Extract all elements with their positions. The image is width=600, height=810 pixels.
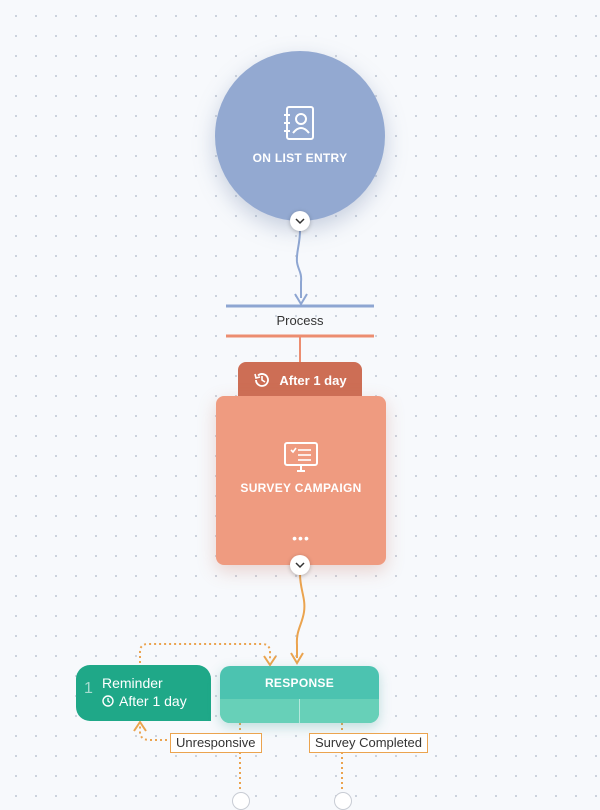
add-step-handle-completed[interactable]: [334, 792, 352, 810]
response-title: RESPONSE: [264, 676, 335, 690]
connector-start-to-process: [295, 229, 303, 298]
connector-unresponsive-to-reminder: [139, 723, 241, 741]
chevron-down-icon: [295, 561, 305, 568]
delay-label: After 1 day: [279, 372, 347, 388]
connector-reminder-loop-top: [139, 643, 271, 668]
survey-node-label: SURVEY CAMPAIGN: [240, 481, 362, 495]
arrowhead-loop-bottom: [133, 720, 147, 732]
reminder-title: Reminder: [102, 675, 163, 691]
history-clock-icon: [254, 373, 270, 387]
reminder-delay: After 1 day: [102, 693, 187, 709]
process-label[interactable]: Process: [276, 313, 324, 328]
chevron-down-icon: [295, 217, 305, 224]
delay-badge[interactable]: After 1 day: [238, 362, 362, 398]
arrowhead-blue: [294, 293, 308, 306]
expand-start-node-button[interactable]: [290, 211, 310, 231]
branch-label-survey-completed[interactable]: Survey Completed: [309, 733, 428, 753]
monitor-checklist-icon: [284, 442, 318, 472]
response-ports: [220, 699, 379, 723]
more-options-icon[interactable]: •••: [292, 530, 310, 546]
start-node-on-list-entry[interactable]: ON LIST ENTRY: [215, 51, 385, 221]
survey-campaign-node[interactable]: SURVEY CAMPAIGN •••: [216, 396, 386, 565]
contact-list-icon: [284, 106, 314, 140]
branch-label-unresponsive[interactable]: Unresponsive: [170, 733, 262, 753]
clock-icon: [102, 695, 114, 707]
add-step-handle-unresponsive[interactable]: [232, 792, 250, 810]
arrowhead-loop-top: [263, 655, 277, 667]
reminder-count: 1: [84, 680, 93, 697]
reminder-delay-label: After 1 day: [119, 693, 187, 709]
expand-survey-node-button[interactable]: [290, 555, 310, 575]
start-node-label: ON LIST ENTRY: [252, 151, 348, 165]
reminder-node[interactable]: 1 Reminder After 1 day: [76, 665, 211, 721]
response-node[interactable]: RESPONSE: [220, 666, 379, 723]
response-port-unresponsive[interactable]: [220, 699, 299, 723]
arrowhead-orange: [290, 652, 304, 665]
response-port-completed[interactable]: [299, 699, 379, 723]
connector-survey-to-response: [295, 573, 306, 658]
